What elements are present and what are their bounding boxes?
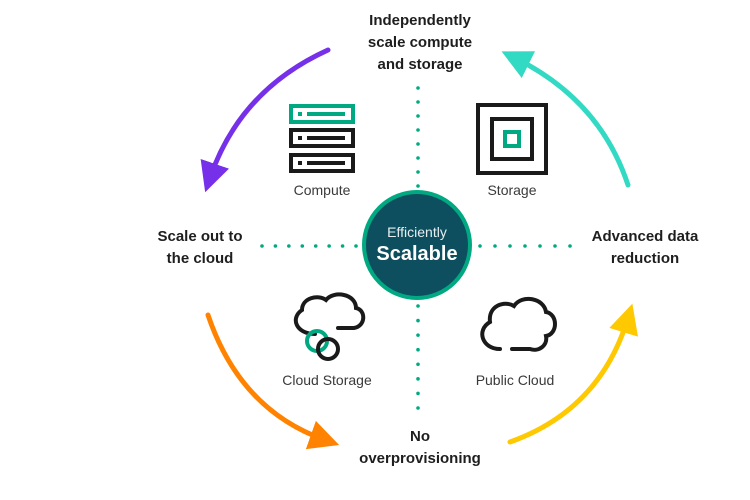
label-right: Advanced data reduction	[575, 226, 715, 270]
connector-dot	[478, 244, 482, 248]
cloud-storage-label: Cloud Storage	[282, 372, 372, 388]
arrow-purple	[200, 47, 331, 193]
connector-dot	[416, 114, 420, 118]
connector-dot	[538, 244, 542, 248]
label-top: Independently scale compute and storage	[330, 10, 510, 76]
center-title: Scalable	[376, 243, 458, 265]
connector-dot	[354, 244, 358, 248]
connector-dot	[508, 244, 512, 248]
label-bottom-line1: No	[410, 428, 430, 445]
dotted-connectors	[260, 86, 572, 410]
connector-dot	[416, 142, 420, 146]
server-rack-icon	[289, 104, 355, 173]
cloud-link-icon	[293, 292, 366, 361]
connector-dot	[416, 184, 420, 188]
connector-dot	[416, 406, 420, 410]
storage-label: Storage	[487, 182, 537, 198]
label-top-line2: scale compute	[367, 34, 473, 51]
center-circle: Efficiently Scalable	[362, 190, 472, 300]
connector-dot	[273, 244, 278, 248]
connector-dot	[416, 333, 420, 337]
label-right-line2: reduction	[610, 250, 680, 267]
dotted-line-top	[416, 86, 420, 188]
dotted-line-bottom	[416, 304, 420, 410]
connector-dot	[416, 304, 420, 308]
label-top-line1: Independently	[369, 12, 471, 29]
connector-dot	[260, 244, 264, 248]
label-left-line1: Scale out to	[157, 228, 243, 245]
arrow-yellow	[507, 303, 638, 445]
connector-dot	[287, 244, 291, 248]
connector-dot	[568, 244, 572, 248]
connector-dot	[416, 100, 420, 104]
label-left: Scale out to the cloud	[140, 226, 260, 270]
connector-dot	[523, 244, 527, 248]
label-left-line2: the cloud	[166, 250, 234, 267]
connector-dot	[553, 244, 557, 248]
connector-dot	[300, 244, 305, 248]
connector-dot	[416, 86, 420, 90]
cloud-icon	[480, 296, 557, 352]
arrow-teal	[501, 51, 631, 188]
connector-dot	[416, 391, 420, 396]
dotted-line-right	[478, 244, 572, 248]
connector-dot	[416, 347, 420, 352]
connector-dot	[416, 377, 420, 381]
connector-dot	[340, 244, 345, 248]
connector-dot	[493, 244, 497, 248]
connector-dot	[416, 128, 420, 132]
connector-dot	[416, 362, 420, 367]
public-cloud-label: Public Cloud	[475, 372, 555, 388]
label-right-line1: Advanced data	[591, 228, 699, 245]
label-bottom-line2: overprovisioning	[359, 450, 481, 467]
connector-dot	[327, 244, 331, 248]
nested-squares-icon	[476, 103, 548, 175]
center-subtitle: Efficiently	[387, 224, 447, 240]
connector-dot	[416, 170, 420, 174]
label-bottom: No overprovisioning	[340, 426, 500, 470]
label-top-line3: and storage	[377, 56, 463, 73]
arrow-orange	[205, 312, 340, 450]
dotted-line-left	[260, 244, 358, 248]
connector-dot	[416, 156, 420, 160]
connector-dot	[416, 318, 420, 323]
compute-label: Compute	[293, 182, 351, 198]
connector-dot	[313, 244, 318, 248]
